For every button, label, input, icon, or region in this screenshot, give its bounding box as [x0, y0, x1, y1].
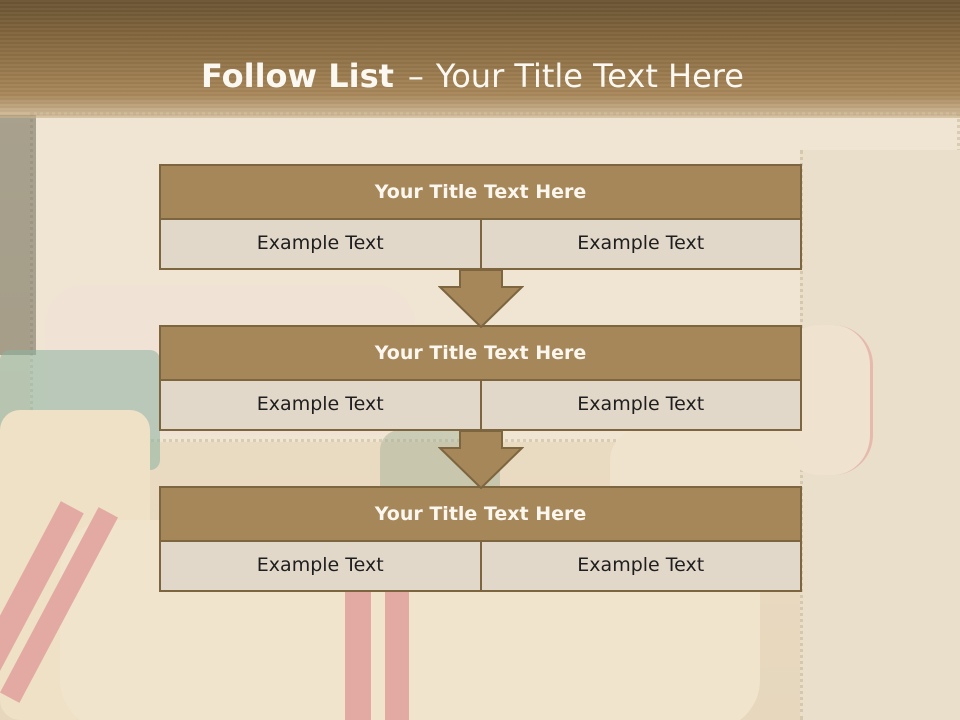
down-arrow-icon-1 [438, 270, 524, 328]
title-bold: Follow List [201, 57, 394, 95]
box-3-heading: Your Title Text Here [159, 486, 802, 542]
box-1-row: Example Text Example Text [159, 220, 802, 270]
title-bar [0, 0, 960, 118]
title-dash: – [407, 57, 424, 95]
box-3-row: Example Text Example Text [159, 542, 802, 592]
slide-title: Follow List–Your Title Text Here [0, 56, 945, 96]
down-arrow-icon-2 [438, 431, 524, 489]
box-2-right-text: Example Text [479, 381, 801, 429]
list-box-3: Your Title Text Here Example Text Exampl… [159, 486, 802, 592]
box-3-right-text: Example Text [479, 542, 801, 590]
list-box-2: Your Title Text Here Example Text Exampl… [159, 325, 802, 431]
box-1-left-text: Example Text [256, 232, 384, 254]
box-3-left-text: Example Text [256, 554, 384, 576]
box-1-right-text: Example Text [479, 220, 801, 268]
box-1-heading: Your Title Text Here [159, 164, 802, 220]
box-2-row: Example Text Example Text [159, 381, 802, 431]
box-2-heading: Your Title Text Here [159, 325, 802, 381]
title-rest: Your Title Text Here [435, 57, 744, 95]
box-2-left-text: Example Text [256, 393, 384, 415]
list-box-1: Your Title Text Here Example Text Exampl… [159, 164, 802, 270]
